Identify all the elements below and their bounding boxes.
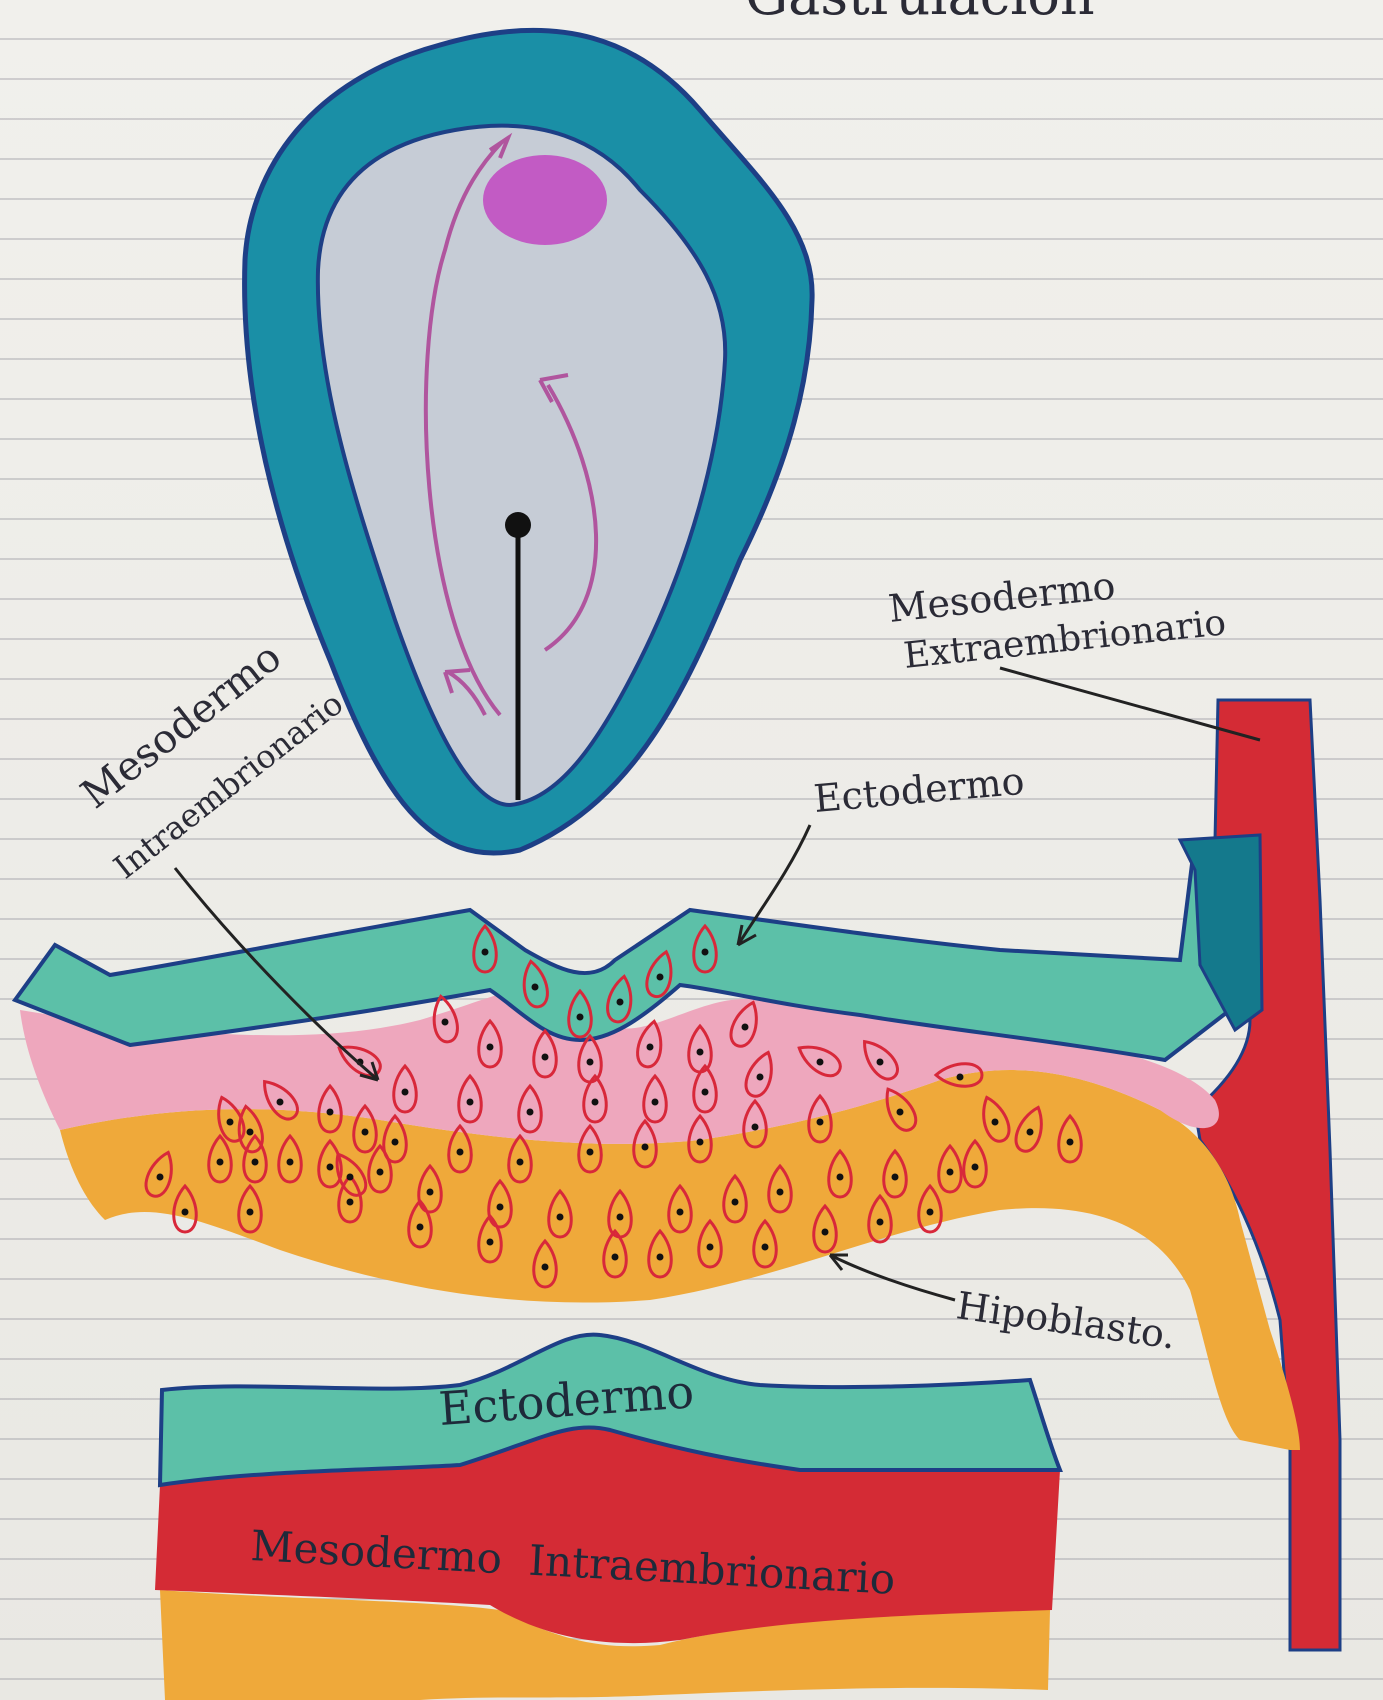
cell-nucleus — [647, 1044, 654, 1051]
cell-nucleus — [657, 974, 664, 981]
cell-nucleus — [487, 1239, 494, 1246]
cell-nucleus — [557, 1214, 564, 1221]
cell-nucleus — [577, 1014, 584, 1021]
cell-nucleus — [1027, 1129, 1034, 1136]
cell-nucleus — [697, 1049, 704, 1056]
cell-nucleus — [777, 1189, 784, 1196]
cell-nucleus — [487, 1044, 494, 1051]
primitive-node — [505, 512, 531, 538]
cell-nucleus — [182, 1209, 189, 1216]
label-hipoblasto: Hipoblasto. — [954, 1283, 1179, 1357]
cell-nucleus — [417, 1224, 424, 1231]
cell-nucleus — [347, 1199, 354, 1206]
cell-nucleus — [677, 1209, 684, 1216]
cell-nucleus — [157, 1174, 164, 1181]
ectoderm-layer — [15, 840, 1240, 1060]
cell-nucleus — [947, 1169, 954, 1176]
cell-nucleus — [327, 1164, 334, 1171]
cell-nucleus — [642, 1144, 649, 1151]
cell-nucleus — [457, 1149, 464, 1156]
cell-nucleus — [362, 1129, 369, 1136]
cell-nucleus — [497, 1204, 504, 1211]
cell-nucleus — [617, 1214, 624, 1221]
cell-nucleus — [972, 1164, 979, 1171]
cell-nucleus — [217, 1159, 224, 1166]
cell-nucleus — [657, 1254, 664, 1261]
cell-nucleus — [897, 1109, 904, 1116]
cell-nucleus — [347, 1174, 354, 1181]
cell-nucleus — [592, 1099, 599, 1106]
label-mesodermo-intraembrionario-line1: Mesodermo — [73, 634, 290, 818]
cell-nucleus — [527, 1109, 534, 1116]
cell-nucleus — [877, 1219, 884, 1226]
cell-nucleus — [517, 1159, 524, 1166]
cell-nucleus — [427, 1189, 434, 1196]
label-ectodermo-top: Ectodermo — [812, 759, 1026, 821]
cell-nucleus — [697, 1139, 704, 1146]
cell-nucleus — [702, 1089, 709, 1096]
cell-nucleus — [992, 1119, 999, 1126]
cell-nucleus — [587, 1059, 594, 1066]
cell-nucleus — [402, 1089, 409, 1096]
cell-nucleus — [327, 1109, 334, 1116]
leader-line-hipoblasto — [830, 1255, 955, 1300]
cell-nucleus — [817, 1059, 824, 1066]
cell-nucleus — [612, 1254, 619, 1261]
cell-nucleus — [927, 1209, 934, 1216]
cell-nucleus — [542, 1264, 549, 1271]
cell-nucleus — [817, 1119, 824, 1126]
cell-nucleus — [227, 1119, 234, 1126]
cell-nucleus — [482, 949, 489, 956]
cell-nucleus — [702, 949, 709, 956]
cell-nucleus — [732, 1199, 739, 1206]
cell-nucleus — [877, 1059, 884, 1066]
page-title: Gastrulación — [745, 0, 1095, 27]
cell-nucleus — [287, 1159, 294, 1166]
cell-nucleus — [742, 1024, 749, 1031]
cell-nucleus — [542, 1054, 549, 1061]
primitive-node-oval — [483, 155, 607, 245]
cell-nucleus — [277, 1099, 284, 1106]
cell-nucleus — [957, 1074, 964, 1081]
cell-nucleus — [532, 984, 539, 991]
cell-nucleus — [617, 999, 624, 1006]
cell-nucleus — [822, 1229, 829, 1236]
cell-nucleus — [707, 1244, 714, 1251]
cell-nucleus — [757, 1074, 764, 1081]
cell-nucleus — [442, 1019, 449, 1026]
cell-nucleus — [377, 1169, 384, 1176]
cell-nucleus — [467, 1099, 474, 1106]
cell-nucleus — [587, 1149, 594, 1156]
cell-nucleus — [247, 1209, 254, 1216]
cell-nucleus — [1067, 1139, 1074, 1146]
cell-nucleus — [837, 1174, 844, 1181]
cell-nucleus — [652, 1099, 659, 1106]
cell-nucleus — [762, 1244, 769, 1251]
cell-nucleus — [252, 1159, 259, 1166]
cell-nucleus — [752, 1124, 759, 1131]
cell-nucleus — [392, 1139, 399, 1146]
cell-nucleus — [892, 1174, 899, 1181]
cell-nucleus — [247, 1129, 254, 1136]
